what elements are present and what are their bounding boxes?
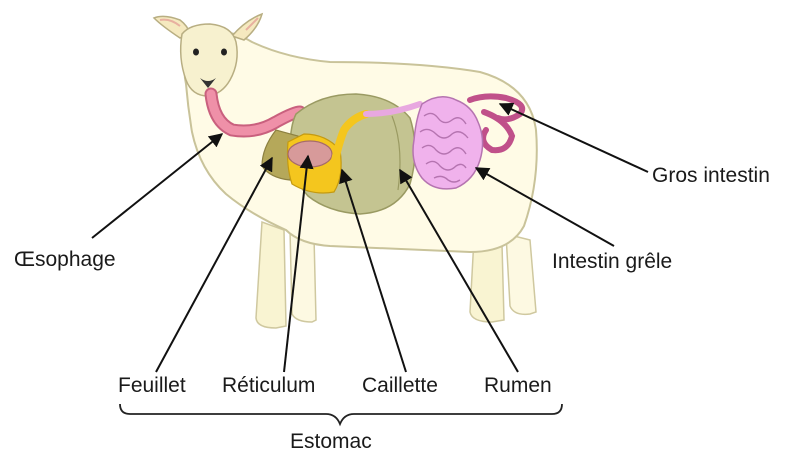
label-esophagus: Œsophage [14, 248, 116, 272]
label-omasum: Feuillet [118, 374, 186, 398]
small-intestine-organ [413, 97, 483, 189]
label-abomasum: Caillette [362, 374, 438, 398]
stomach-brace [120, 404, 562, 424]
reticulum-inner [288, 141, 332, 167]
label-reticulum: Réticulum [222, 374, 315, 398]
label-rumen: Rumen [484, 374, 552, 398]
label-stomach: Estomac [290, 430, 372, 454]
label-large-intestine: Gros intestin [652, 164, 770, 188]
label-small-intestine: Intestin grêle [552, 250, 672, 274]
arrow-esophagus [92, 134, 222, 238]
arrow-omasum [156, 158, 272, 372]
